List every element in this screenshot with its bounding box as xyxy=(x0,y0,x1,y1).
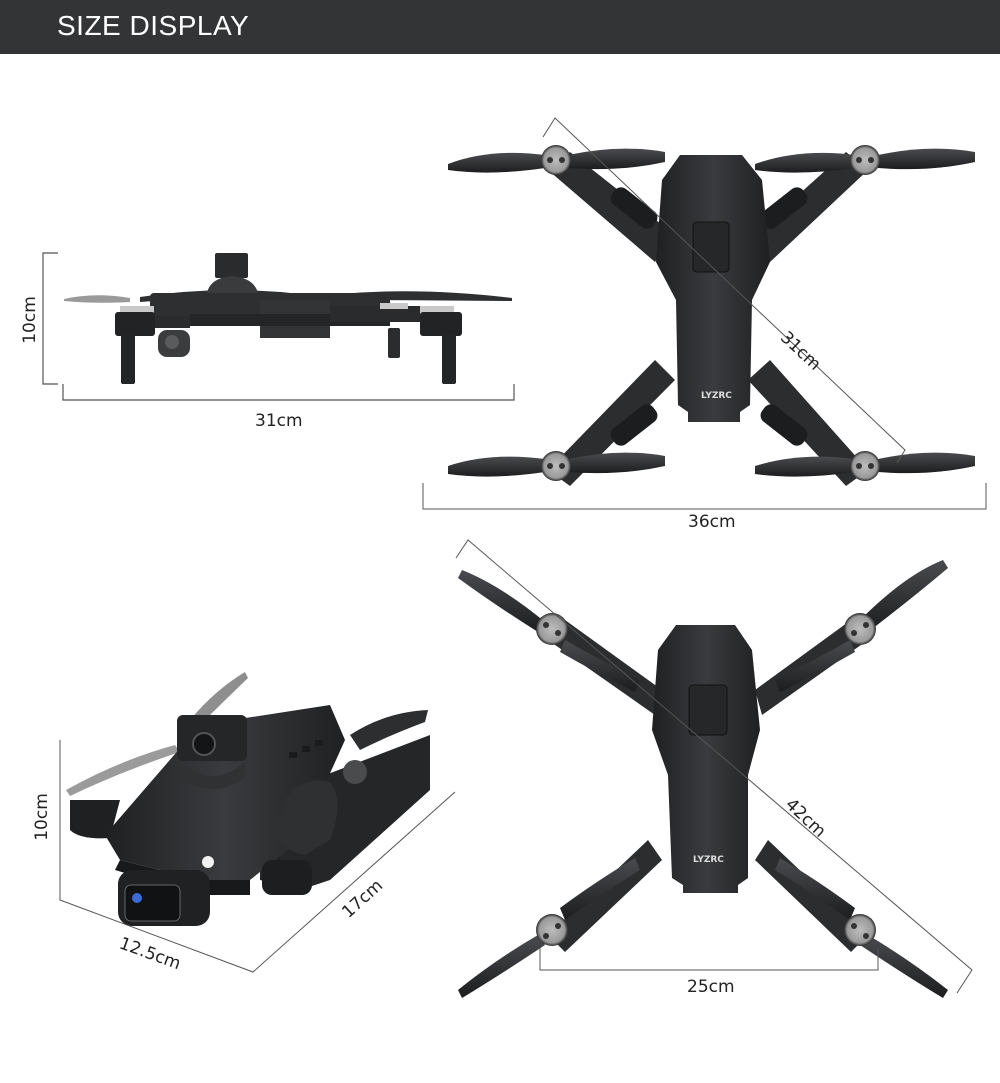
top-view-diagonal-dimensions xyxy=(455,539,973,994)
top-view-dimensions xyxy=(422,117,987,510)
folded-perspective-drone xyxy=(66,672,430,926)
side-height-label: 10cm xyxy=(20,296,40,344)
side-view-drone xyxy=(64,253,512,384)
top-view-diagonal-drone: LYZRC xyxy=(458,560,948,998)
header-bar: SIZE DISPLAY xyxy=(0,0,1000,54)
side-view-dimensions xyxy=(42,252,515,401)
top-width-label: 36cm xyxy=(688,512,736,532)
folded-perspective-dimensions xyxy=(59,740,456,973)
side-width-label: 31cm xyxy=(255,411,303,431)
page-title: SIZE DISPLAY xyxy=(57,10,250,41)
top-view-drone: LYZRC xyxy=(448,145,975,486)
brand-logo: LYZRC xyxy=(701,391,732,401)
bottom-width-label: 25cm xyxy=(687,977,735,997)
brand-logo-2: LYZRC xyxy=(693,855,724,865)
folded-height-label: 10cm xyxy=(32,793,52,841)
